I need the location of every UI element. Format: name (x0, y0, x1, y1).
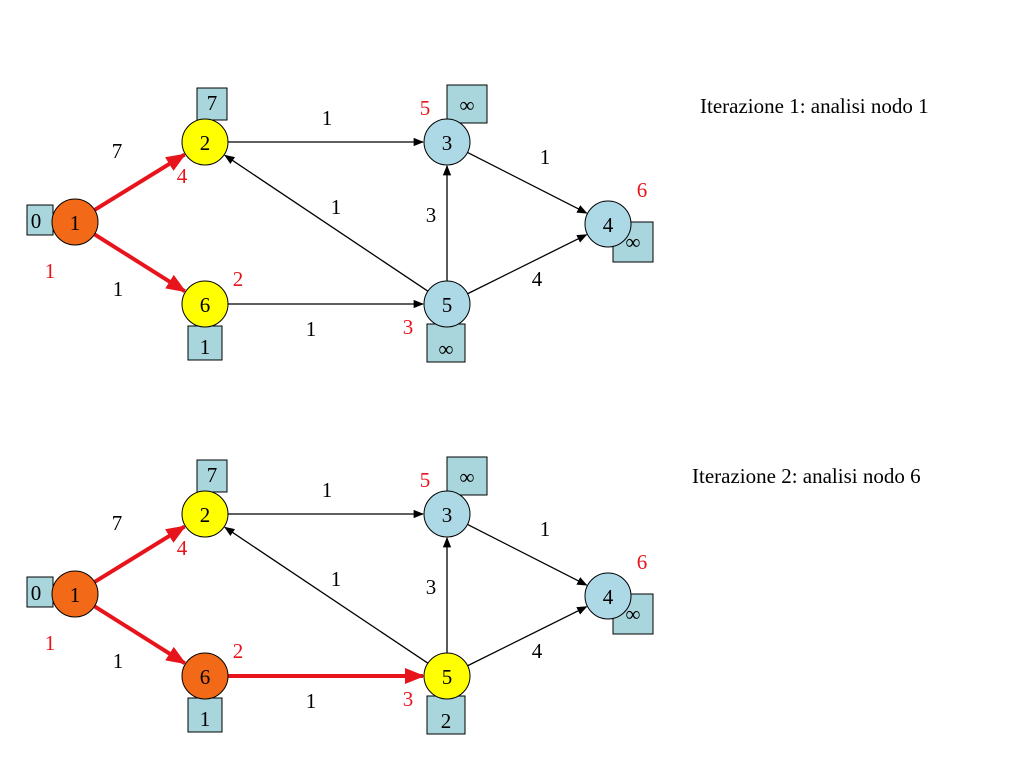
distance-box (446, 84, 488, 124)
edge-5-4 (467, 234, 588, 295)
edge-weight-label: 1 (540, 517, 551, 541)
node-label: 4 (603, 585, 614, 609)
edge-1-6-highlighted (93, 604, 187, 665)
edge-5-2 (224, 526, 429, 664)
distance-box (446, 456, 488, 496)
node-label: 4 (603, 213, 614, 237)
distance-box (426, 695, 466, 735)
distance-box (426, 323, 466, 363)
node-label: 3 (442, 503, 453, 527)
edge-weight-label: 7 (112, 511, 123, 535)
node-distance-value: 7 (207, 91, 218, 115)
node-label: 6 (200, 665, 211, 689)
edge-3-4 (467, 151, 588, 214)
distance-box (196, 87, 228, 121)
node-visit-order-label: 1 (45, 631, 56, 655)
node-label: 5 (442, 665, 453, 689)
edge-weight-label: 3 (426, 203, 437, 227)
node-distance-value: 0 (31, 581, 42, 605)
node-visit-order-label: 3 (403, 315, 414, 339)
panel-1-title: Iterazione 1: analisi nodo 1 (700, 94, 929, 118)
node-label: 1 (70, 211, 81, 235)
node-visit-order-label: 3 (403, 687, 414, 711)
edge-weight-label: 4 (532, 267, 543, 291)
node-visit-order-label: 6 (637, 550, 648, 574)
node-distance-value: 2 (441, 709, 452, 733)
edge-weight-label: 1 (331, 567, 342, 591)
edge-weight-label: 1 (306, 317, 317, 341)
node-distance-value: 1 (200, 707, 211, 731)
node-visit-order-label: 5 (420, 468, 431, 492)
edge-weight-label: 3 (426, 575, 437, 599)
graph-node-2 (181, 118, 229, 166)
node-distance-value: ∞ (439, 337, 454, 361)
graph-node-6 (181, 652, 229, 700)
node-visit-order-label: 4 (177, 164, 188, 188)
node-visit-order-label: 5 (420, 96, 431, 120)
node-distance-value: 0 (31, 209, 42, 233)
graph-node-3 (423, 118, 471, 166)
node-distance-value: 7 (207, 463, 218, 487)
distance-box (196, 459, 228, 493)
edge-weight-label: 1 (113, 649, 124, 673)
node-visit-order-label: 2 (233, 639, 244, 663)
edge-weight-label: 7 (112, 139, 123, 163)
node-visit-order-label: 4 (177, 536, 188, 560)
edge-weight-label: 4 (532, 639, 543, 663)
edge-1-2-highlighted (93, 524, 187, 584)
node-visit-order-label: 1 (45, 259, 56, 283)
node-label: 3 (442, 131, 453, 155)
edge-5-4 (467, 606, 588, 667)
node-visit-order-label: 2 (233, 267, 244, 291)
edge-weight-label: 1 (322, 106, 333, 130)
graph-node-1 (51, 198, 99, 246)
graph-node-1 (51, 570, 99, 618)
edge-weight-label: 1 (322, 478, 333, 502)
node-distance-value: ∞ (626, 230, 641, 254)
graph-node-3 (423, 490, 471, 538)
node-distance-value: 1 (200, 335, 211, 359)
graph-node-4 (584, 200, 632, 248)
graph-node-4 (584, 572, 632, 620)
node-label: 2 (200, 503, 211, 527)
edge-weight-label: 1 (113, 277, 124, 301)
edge-weight-label: 1 (540, 145, 551, 169)
graph-node-5 (423, 280, 471, 328)
graph-node-5 (423, 652, 471, 700)
node-distance-value: ∞ (460, 93, 475, 117)
edge-3-4 (467, 523, 588, 586)
node-distance-value: ∞ (460, 465, 475, 489)
edge-1-6-highlighted (93, 232, 187, 293)
edge-weight-label: 1 (306, 689, 317, 713)
graph-node-2 (181, 490, 229, 538)
edge-5-2 (224, 154, 429, 292)
edge-weight-label: 1 (331, 195, 342, 219)
node-label: 5 (442, 293, 453, 317)
distance-box (26, 576, 54, 608)
edge-1-2-highlighted (93, 152, 187, 212)
node-label: 1 (70, 583, 81, 607)
node-label: 6 (200, 293, 211, 317)
node-label: 2 (200, 131, 211, 155)
panel-2-title: Iterazione 2: analisi nodo 6 (692, 464, 921, 488)
graph-node-6 (181, 280, 229, 328)
node-distance-value: ∞ (626, 602, 641, 626)
distance-box (187, 325, 223, 361)
node-visit-order-label: 6 (637, 178, 648, 202)
